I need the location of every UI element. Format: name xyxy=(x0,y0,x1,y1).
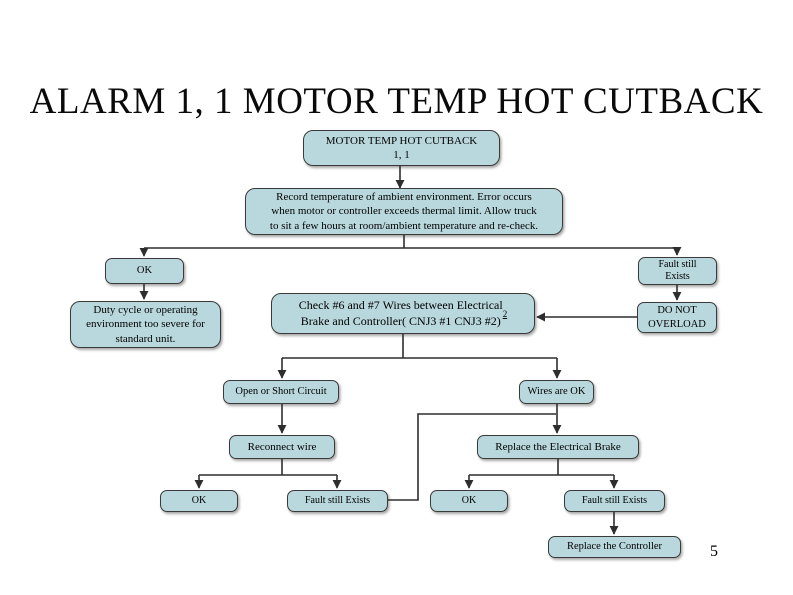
node-ok-top: OK xyxy=(105,258,184,284)
node-do-not-overload: DO NOT OVERLOAD xyxy=(637,302,717,333)
node-fault-still-exists-top: Fault still Exists xyxy=(638,257,717,285)
node-wires-are-ok: Wires are OK xyxy=(519,380,594,404)
node-check-wires: Check #6 and #7 Wires between Electrical… xyxy=(271,293,535,334)
node-fault-still-exists-brake: Fault still Exists xyxy=(564,490,665,512)
node-ok-reconnect: OK xyxy=(160,490,238,512)
slide-title: ALARM 1, 1 MOTOR TEMP HOT CUTBACK xyxy=(29,81,764,122)
node-reconnect-wire: Reconnect wire xyxy=(229,435,335,459)
node-replace-controller: Replace the Controller xyxy=(548,536,681,558)
node-ok-brake: OK xyxy=(430,490,508,512)
node-replace-electrical-brake: Replace the Electrical Brake xyxy=(477,435,639,459)
node-check-wires-label: Check #6 and #7 Wires between Electrical… xyxy=(298,298,503,328)
connector-fault2-replacebrake-loop xyxy=(388,413,556,501)
node-open-or-short-circuit: Open or Short Circuit xyxy=(223,380,339,404)
node-motor-temp-hot-cutback: MOTOR TEMP HOT CUTBACK 1, 1 xyxy=(303,130,500,166)
node-duty-cycle: Duty cycle or operating environment too … xyxy=(70,301,221,348)
node-record-temperature: Record temperature of ambient environmen… xyxy=(245,188,563,235)
node-fault-still-exists-reconnect: Fault still Exists xyxy=(287,490,388,512)
page-number: 5 xyxy=(710,543,718,560)
